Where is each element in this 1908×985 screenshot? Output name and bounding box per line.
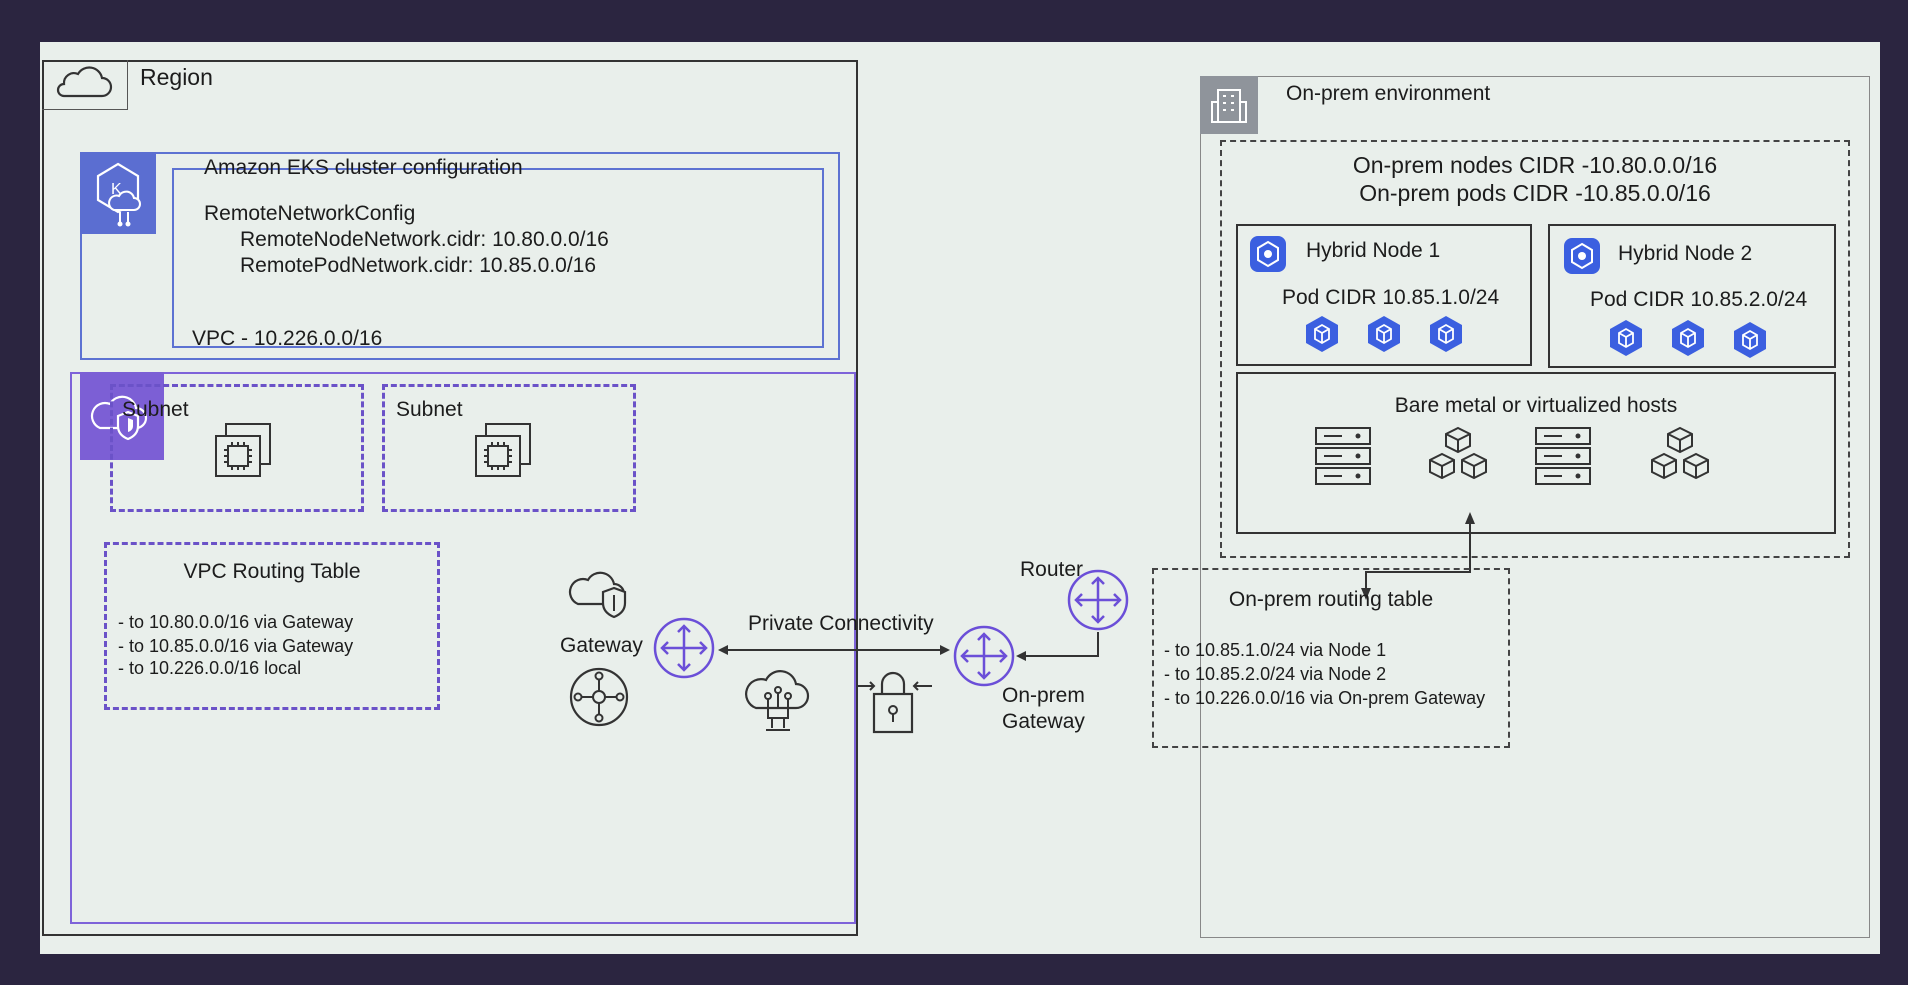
subnet-box-1 [110, 384, 364, 512]
svg-text:K: K [111, 181, 122, 198]
onprem-pods-cidr: On-prem pods CIDR -10.85.0.0/16 [1359, 180, 1711, 206]
onprem-cidr-box [1220, 140, 1850, 558]
vpc-title: VPC - 10.226.0.0/16 [192, 327, 383, 350]
onprem-routing-table [1152, 568, 1510, 748]
onprem-gateway-label-1: On-prem [1002, 684, 1085, 707]
eks-icon-box: K [80, 152, 156, 234]
pod-icon [1734, 322, 1766, 358]
building-icon [1211, 89, 1247, 123]
private-connectivity-arrow [718, 645, 950, 655]
onprem-container [1200, 76, 1870, 938]
onprem-routing-title: On-prem routing table [1228, 588, 1434, 611]
router-hosts-connector [1361, 512, 1475, 600]
eks-config-inner [172, 168, 824, 348]
hybrid-node-1-name: Hybrid Node 1 [1306, 239, 1441, 262]
region-title: Region [140, 64, 213, 90]
hybrid-node-2-name: Hybrid Node 2 [1618, 242, 1753, 265]
onprem-route-3: - to 10.226.0.0/16 via On-prem Gateway [1164, 688, 1486, 708]
onprem-route-2: - to 10.85.2.0/24 via Node 2 [1164, 664, 1387, 684]
router-label: Router [1020, 558, 1084, 581]
ec2-instance-icon-2 [475, 423, 531, 477]
vpc-routing-title: VPC Routing Table [183, 560, 361, 583]
gateway-shield-cloud-icon [568, 571, 627, 619]
remote-network-config-label: RemoteNetworkConfig [204, 202, 416, 225]
onprem-title: On-prem environment [1286, 82, 1491, 105]
subnet-label-1: Subnet [122, 398, 189, 421]
subnet-box-2 [382, 384, 636, 512]
remote-pod-network-cidr: RemotePodNetwork.cidr: 10.85.0.0/16 [240, 254, 597, 277]
region-container [42, 60, 858, 936]
server-rack-icon [1315, 427, 1371, 485]
cubes-icon [1429, 426, 1487, 480]
server-rack-icon [1535, 427, 1591, 485]
onprem-gateway-icon [953, 625, 1015, 687]
hybrid-node-1-icon [1250, 236, 1286, 272]
cubes-icon [1651, 426, 1709, 480]
hybrid-node-1-box [1236, 224, 1532, 366]
hybrid-node-2-pod-cidr: Pod CIDR 10.85.2.0/24 [1590, 288, 1808, 311]
remote-node-network-cidr: RemoteNodeNetwork.cidr: 10.80.0.0/16 [240, 228, 609, 251]
direct-connect-cloud-icon [745, 670, 810, 731]
pod-icon [1610, 320, 1642, 356]
eks-icon: K [96, 162, 141, 227]
vpc-container [70, 372, 856, 924]
cloud-icon [56, 66, 113, 98]
hybrid-node-2-box [1548, 224, 1836, 368]
region-icon-box [42, 60, 128, 110]
private-connectivity-label: Private Connectivity [748, 612, 934, 635]
gateway-label: Gateway [560, 634, 643, 657]
eks-config-container [80, 152, 840, 360]
pod-icon [1368, 316, 1400, 352]
onprem-route-1: - to 10.85.1.0/24 via Node 1 [1164, 640, 1387, 660]
eks-title: Amazon EKS cluster configuration [204, 156, 523, 179]
vpc-route-2: - to 10.85.0.0/16 via Gateway [118, 636, 354, 656]
pod-icon [1430, 316, 1462, 352]
vpc-gateway-router-icon [653, 617, 715, 679]
hosts-box [1236, 372, 1836, 534]
gateway-router-connector [1016, 632, 1099, 661]
vpc-route-3: - to 10.226.0.0/16 local [118, 658, 302, 678]
subnet-label-2: Subnet [396, 398, 463, 421]
vpc-route-1: - to 10.80.0.0/16 via Gateway [118, 612, 354, 632]
router-icon [1067, 569, 1129, 631]
onprem-nodes-cidr: On-prem nodes CIDR -10.80.0.0/16 [1352, 152, 1718, 178]
ec2-instance-icon-1 [215, 423, 271, 477]
vpc-routing-table [104, 542, 440, 710]
hosts-title: Bare metal or virtualized hosts [1394, 394, 1678, 417]
vpc-shield-cloud-icon [90, 395, 148, 441]
vpn-lock-icon [858, 671, 932, 734]
hybrid-node-2-icon [1564, 238, 1600, 274]
hybrid-node-1-pod-cidr: Pod CIDR 10.85.1.0/24 [1282, 286, 1500, 309]
transit-gateway-hub-icon [569, 667, 629, 727]
pod-icon [1672, 320, 1704, 356]
pod-icon [1306, 316, 1338, 352]
diagram-canvas: Region K Amazon EKS cluster configuratio… [40, 42, 1880, 954]
onprem-icon-box [1200, 76, 1258, 134]
onprem-gateway-label-2: Gateway [1002, 710, 1085, 733]
